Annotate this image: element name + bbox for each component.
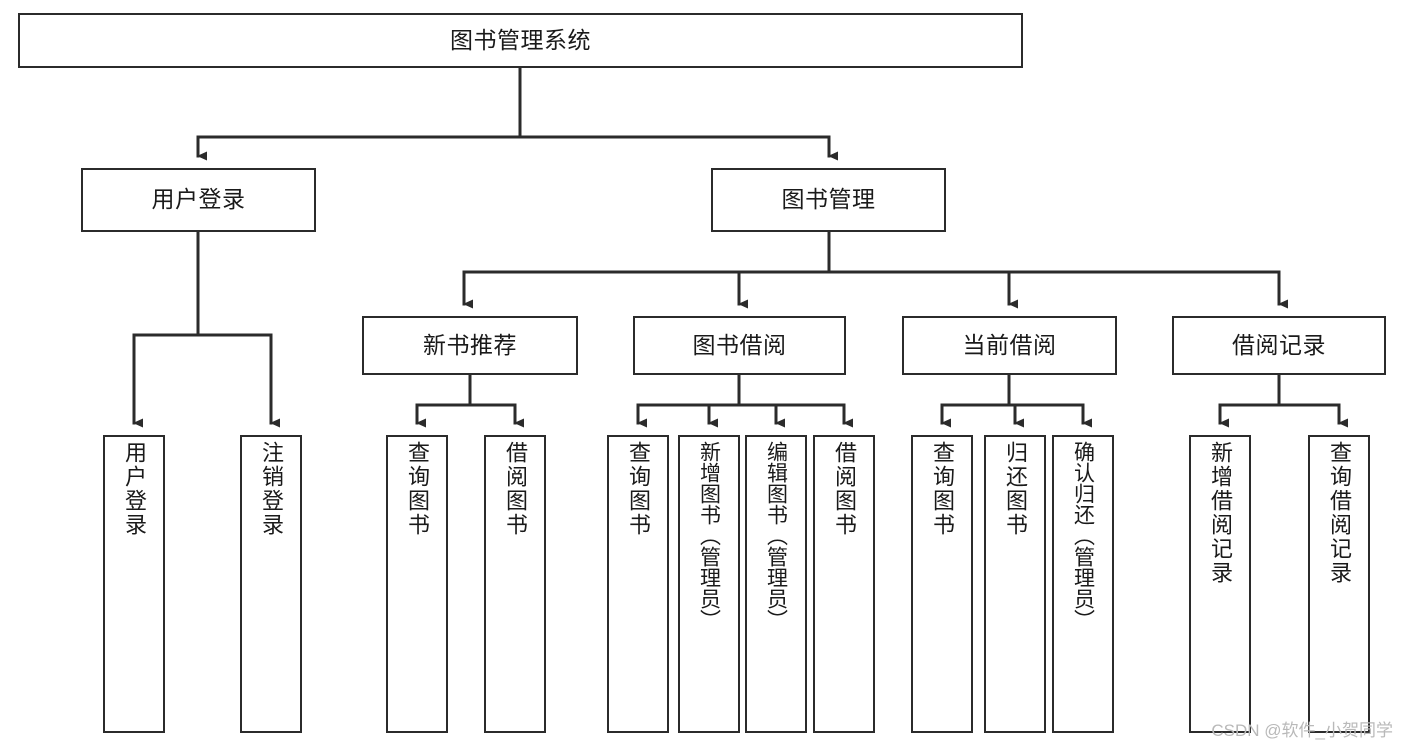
- node-leaf-edit-book-admin[interactable]: 编辑图书（管理员）: [745, 435, 807, 733]
- node-leaf-label: 注销登录: [259, 441, 284, 537]
- node-leaf-label: 用户登录: [122, 441, 147, 537]
- node-leaf-label: 新增图书（管理员）: [697, 441, 721, 630]
- node-root-label: 图书管理系统: [450, 26, 591, 53]
- node-book-management-label: 图书管理: [781, 186, 876, 213]
- node-leaf-label: 查询图书: [626, 441, 651, 537]
- node-book-borrow-label: 图书借阅: [692, 331, 787, 358]
- node-user-login[interactable]: 用户登录: [81, 168, 316, 232]
- node-current-borrow-label: 当前借阅: [962, 331, 1057, 358]
- node-leaf-query-borrow-record[interactable]: 查询借阅记录: [1308, 435, 1370, 733]
- node-leaf-query-book-current[interactable]: 查询图书: [911, 435, 973, 733]
- node-leaf-add-borrow-record[interactable]: 新增借阅记录: [1189, 435, 1251, 733]
- node-leaf-label: 归还图书: [1003, 441, 1028, 537]
- node-current-borrow[interactable]: 当前借阅: [902, 316, 1117, 375]
- node-new-book-recommend[interactable]: 新书推荐: [362, 316, 578, 375]
- node-leaf-label: 确认归还（管理员）: [1071, 441, 1095, 630]
- node-book-management[interactable]: 图书管理: [711, 168, 946, 232]
- node-leaf-borrow-book-recommend[interactable]: 借阅图书: [484, 435, 546, 733]
- node-leaf-return-book[interactable]: 归还图书: [984, 435, 1046, 733]
- node-leaf-confirm-return-admin[interactable]: 确认归还（管理员）: [1052, 435, 1114, 733]
- node-leaf-label: 查询图书: [405, 441, 430, 537]
- node-book-borrow[interactable]: 图书借阅: [633, 316, 846, 375]
- node-borrow-record-label: 借阅记录: [1232, 331, 1326, 358]
- node-root-system[interactable]: 图书管理系统: [18, 13, 1023, 68]
- node-leaf-label: 编辑图书（管理员）: [764, 441, 788, 630]
- node-leaf-query-book-recommend[interactable]: 查询图书: [386, 435, 448, 733]
- node-new-book-recommend-label: 新书推荐: [423, 331, 517, 358]
- node-leaf-label: 借阅图书: [503, 441, 528, 537]
- node-leaf-label: 新增借阅记录: [1208, 441, 1233, 585]
- node-leaf-add-book-admin[interactable]: 新增图书（管理员）: [678, 435, 740, 733]
- node-leaf-label: 查询图书: [930, 441, 955, 537]
- csdn-watermark: CSDN @软件_小贺同学: [1211, 721, 1393, 740]
- node-borrow-record[interactable]: 借阅记录: [1172, 316, 1386, 375]
- node-leaf-label: 查询借阅记录: [1327, 441, 1352, 585]
- node-user-login-label: 用户登录: [151, 186, 246, 213]
- node-leaf-logout[interactable]: 注销登录: [240, 435, 302, 733]
- node-leaf-query-book-borrow[interactable]: 查询图书: [607, 435, 669, 733]
- node-leaf-borrow-book[interactable]: 借阅图书: [813, 435, 875, 733]
- node-leaf-user-login[interactable]: 用户登录: [103, 435, 165, 733]
- node-leaf-label: 借阅图书: [832, 441, 857, 537]
